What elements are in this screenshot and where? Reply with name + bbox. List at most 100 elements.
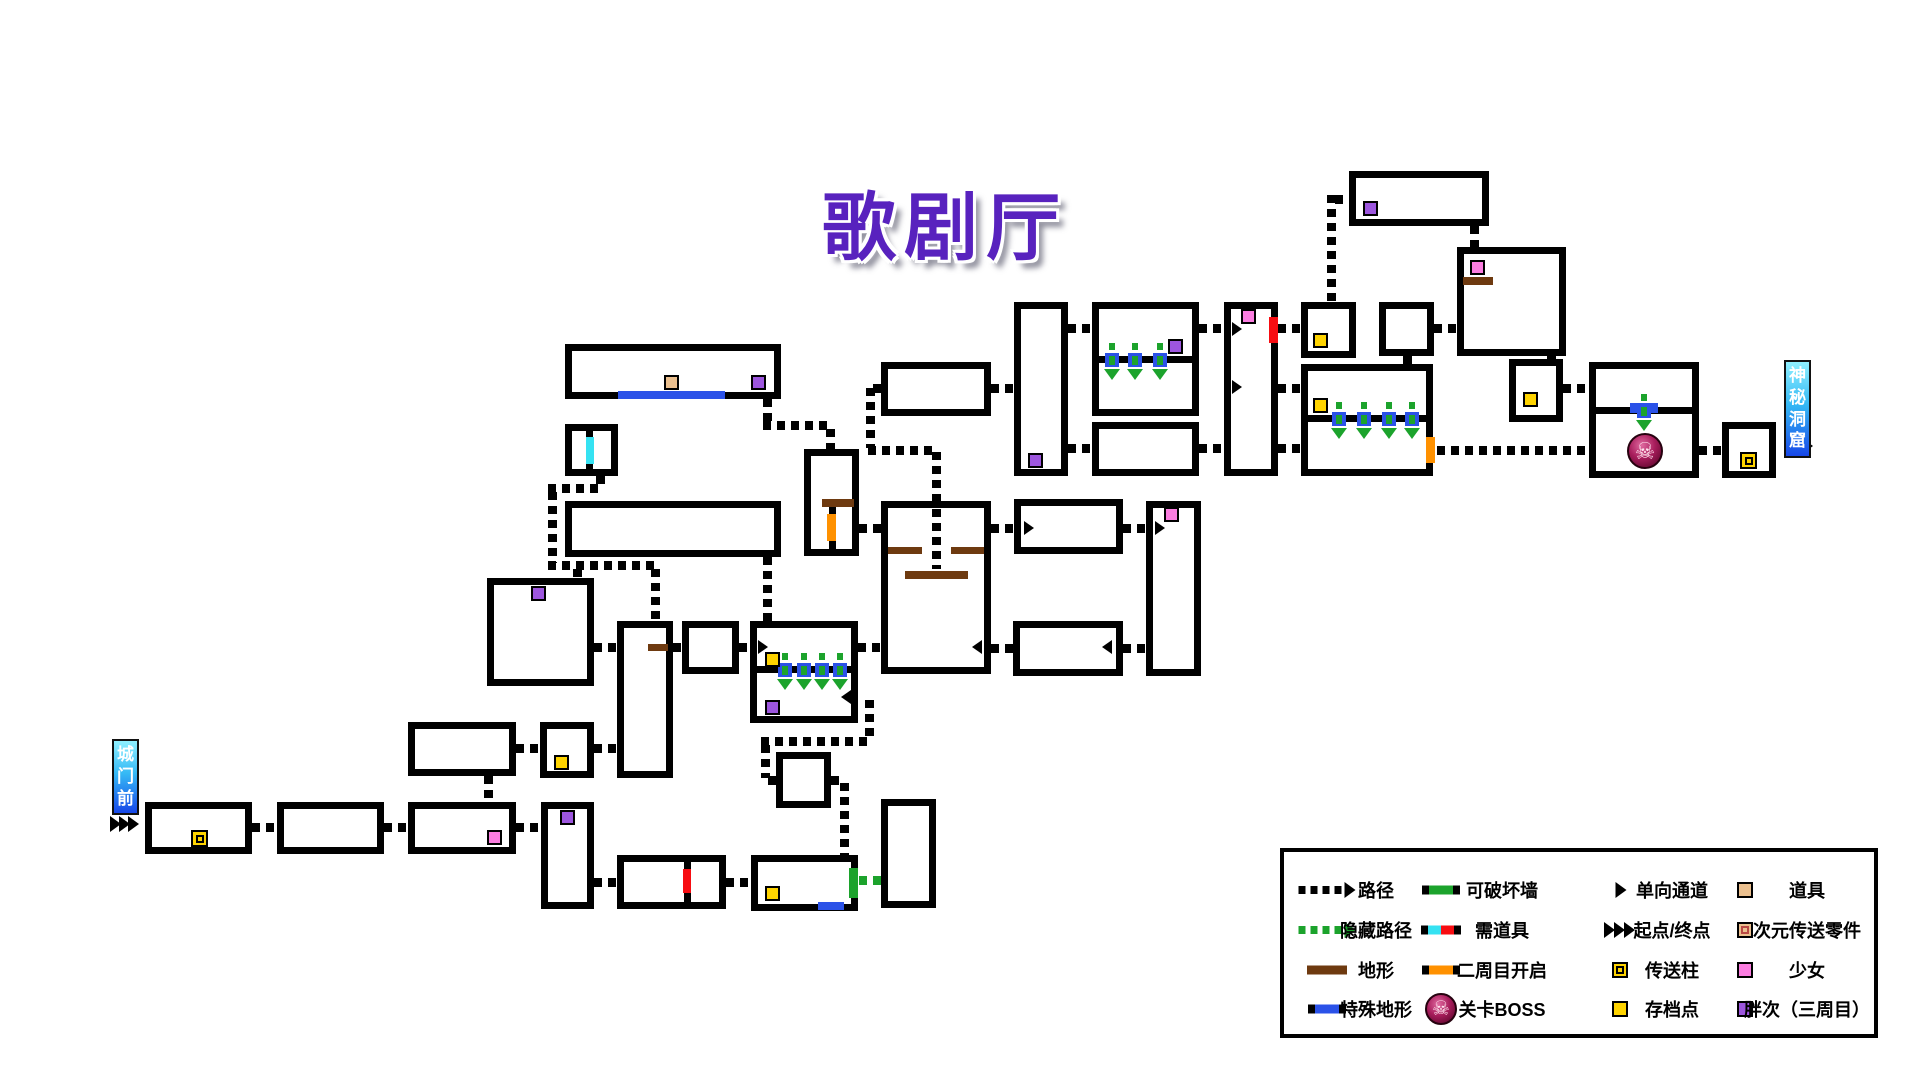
map-room bbox=[408, 722, 516, 776]
down-arrow-icon bbox=[1404, 428, 1420, 439]
hidden-path-dash bbox=[837, 653, 843, 660]
path-segment bbox=[826, 429, 835, 450]
marker-item bbox=[664, 375, 679, 390]
marker-pantsu bbox=[560, 810, 575, 825]
marker-girl bbox=[1241, 309, 1256, 324]
hidden-path-dash bbox=[1386, 402, 1392, 409]
oneway-arrow-icon bbox=[1232, 322, 1242, 336]
marker-teleport-pillar bbox=[191, 830, 208, 847]
legend-swatch-part bbox=[1453, 965, 1460, 975]
path-segment bbox=[868, 446, 934, 455]
legend-swatch-part bbox=[1422, 965, 1429, 975]
legend-swatch-triarrow bbox=[1604, 922, 1635, 938]
inner-wall bbox=[1099, 356, 1192, 363]
path-segment bbox=[384, 823, 408, 832]
marker-save bbox=[554, 755, 569, 770]
map-room bbox=[881, 799, 936, 908]
hidden-path-dash bbox=[1132, 356, 1138, 365]
marker-save bbox=[765, 652, 780, 667]
path-segment bbox=[1068, 444, 1092, 453]
marker-pantsu bbox=[1168, 339, 1183, 354]
legend-swatch-part bbox=[1428, 925, 1441, 935]
down-arrow-icon bbox=[1331, 428, 1347, 439]
marker-teleport-core bbox=[195, 834, 204, 843]
legend-swatch-core bbox=[1616, 966, 1624, 974]
map-room bbox=[277, 802, 384, 854]
map-room bbox=[1509, 359, 1563, 422]
path-segment bbox=[1335, 195, 1350, 204]
boss-icon: ☠ bbox=[1627, 433, 1663, 469]
marker-teleport-pillar bbox=[1740, 452, 1757, 469]
path-segment bbox=[865, 700, 874, 737]
legend-label: 隐藏路径 bbox=[1340, 921, 1412, 941]
path-segment bbox=[761, 737, 873, 746]
terrain-bar-brown bbox=[822, 499, 854, 507]
legend-swatch-part bbox=[1454, 925, 1461, 935]
legend-swatch-item bbox=[1737, 882, 1753, 898]
map-room bbox=[682, 621, 739, 674]
hidden-path-dash bbox=[1409, 402, 1415, 409]
map-room bbox=[1301, 302, 1356, 358]
map-room bbox=[617, 855, 726, 909]
path-segment bbox=[1437, 446, 1590, 455]
path-segment bbox=[1547, 355, 1556, 360]
terrain-bar-red bbox=[683, 869, 691, 893]
path-segment bbox=[991, 524, 1014, 533]
legend-label: 关卡BOSS bbox=[1458, 1000, 1546, 1020]
hidden-path-segment bbox=[859, 876, 882, 885]
legend-swatch-bar-cyanred bbox=[1421, 925, 1461, 935]
path-segment bbox=[484, 776, 493, 802]
path-segment bbox=[516, 744, 540, 753]
legend-swatch-part bbox=[1422, 885, 1429, 895]
marker-save bbox=[1313, 333, 1328, 348]
breakable-passage-icon bbox=[1127, 343, 1143, 381]
legend-swatch-teleport bbox=[1612, 962, 1628, 978]
oneway-arrow-icon bbox=[1232, 380, 1242, 394]
hidden-path-dash bbox=[1409, 415, 1415, 424]
legend-swatch-part bbox=[1612, 1001, 1628, 1017]
start-end-arrows-icon bbox=[110, 816, 139, 832]
path-segment bbox=[548, 484, 604, 493]
breakable-passage-icon bbox=[796, 653, 812, 691]
path-segment bbox=[548, 561, 659, 570]
terrain-bar-green bbox=[849, 868, 858, 898]
hidden-path-dash bbox=[782, 666, 788, 675]
legend-swatch-part bbox=[1624, 922, 1635, 938]
hidden-path-dash bbox=[1109, 343, 1115, 350]
hidden-path-dash bbox=[1361, 415, 1367, 424]
terrain-bar-brown bbox=[1463, 277, 1493, 285]
oneway-arrow-icon bbox=[841, 690, 851, 704]
terrain-bar-brown bbox=[951, 547, 984, 554]
legend-swatch-part bbox=[1298, 926, 1343, 934]
path-segment bbox=[1699, 446, 1722, 455]
legend-swatch-bar-green bbox=[1422, 885, 1460, 895]
arrow-tri bbox=[128, 816, 139, 832]
legend-swatch-part: ☠ bbox=[1425, 993, 1457, 1025]
legend-swatch-bar-brown bbox=[1307, 965, 1347, 975]
breakable-passage-icon bbox=[777, 653, 793, 691]
legend-swatch-dimpart bbox=[1737, 922, 1753, 938]
marker-save bbox=[765, 886, 780, 901]
terrain-bar-brown bbox=[888, 547, 922, 554]
legend-swatch-part bbox=[1604, 922, 1615, 938]
path-segment bbox=[763, 557, 772, 622]
breakable-passage-icon bbox=[832, 653, 848, 691]
map-room bbox=[1092, 422, 1199, 476]
oneway-arrow-icon bbox=[1024, 521, 1034, 535]
map-room bbox=[408, 802, 516, 854]
legend-swatch-part bbox=[1612, 962, 1628, 978]
path-segment bbox=[548, 492, 557, 563]
legend-label: 道具 bbox=[1789, 881, 1825, 901]
legend-label: 存档点 bbox=[1645, 1000, 1699, 1020]
arrow-tri bbox=[110, 816, 121, 832]
hidden-path-dash bbox=[1157, 343, 1163, 350]
path-segment bbox=[1403, 356, 1412, 364]
terrain-bar-orange bbox=[1426, 437, 1435, 463]
marker-teleport-core bbox=[1744, 456, 1753, 465]
path-segment bbox=[1068, 324, 1092, 333]
breakable-passage-icon bbox=[1404, 402, 1420, 440]
terrain-bar-orange bbox=[827, 514, 836, 541]
legend-swatch-part bbox=[1339, 1004, 1346, 1014]
